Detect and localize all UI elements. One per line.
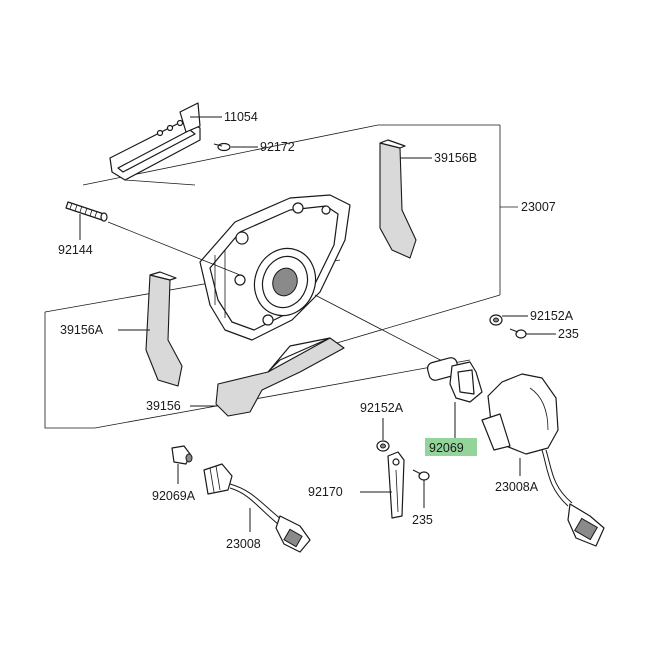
washer-92152A-center [376, 440, 390, 452]
part-label-92152A-right[interactable]: 92152A [530, 309, 574, 323]
part-label-39156A[interactable]: 39156A [60, 323, 104, 337]
screw-92172 [213, 142, 231, 152]
part-label-23007[interactable]: 23007 [521, 200, 556, 214]
cover-39156 [215, 337, 345, 417]
part-label-235-right[interactable]: 235 [558, 327, 579, 341]
part-label-39156[interactable]: 39156 [146, 399, 181, 413]
clamp-92170 [387, 451, 405, 519]
group-outline-23007 [82, 124, 518, 346]
part-label-235-center[interactable]: 235 [412, 513, 433, 527]
part-label-92069A[interactable]: 92069A [152, 489, 196, 503]
washer-92152A-right [489, 314, 503, 326]
highlight-box-92069 [425, 438, 477, 456]
axis-line [107, 221, 241, 276]
part-label-23008A[interactable]: 23008A [495, 480, 539, 494]
part-label-23008[interactable]: 23008 [226, 537, 261, 551]
part-label-11054[interactable]: 11054 [224, 110, 258, 124]
socket-23008 [203, 463, 311, 553]
headlight-housing [199, 194, 351, 341]
part-label-92152A-center[interactable]: 92152A [360, 401, 404, 415]
part-label-92172[interactable]: 92172 [260, 140, 295, 154]
axis-line-right [314, 294, 451, 366]
socket-cover-23008A [481, 373, 605, 547]
screw-235-right [509, 328, 527, 339]
part-label-92144[interactable]: 92144 [58, 243, 93, 257]
bulb-92069A [171, 445, 193, 465]
bolt-92144 [65, 201, 108, 222]
screw-235-center [412, 469, 430, 481]
cover-39156A [145, 271, 183, 387]
cover-39156B [379, 139, 417, 259]
part-label-39156B[interactable]: 39156B [434, 151, 477, 165]
bracket-11054 [109, 102, 201, 186]
part-label-92170[interactable]: 92170 [308, 485, 343, 499]
bulb-92069 [426, 357, 483, 403]
part-label-92069[interactable]: 92069 [429, 441, 464, 455]
